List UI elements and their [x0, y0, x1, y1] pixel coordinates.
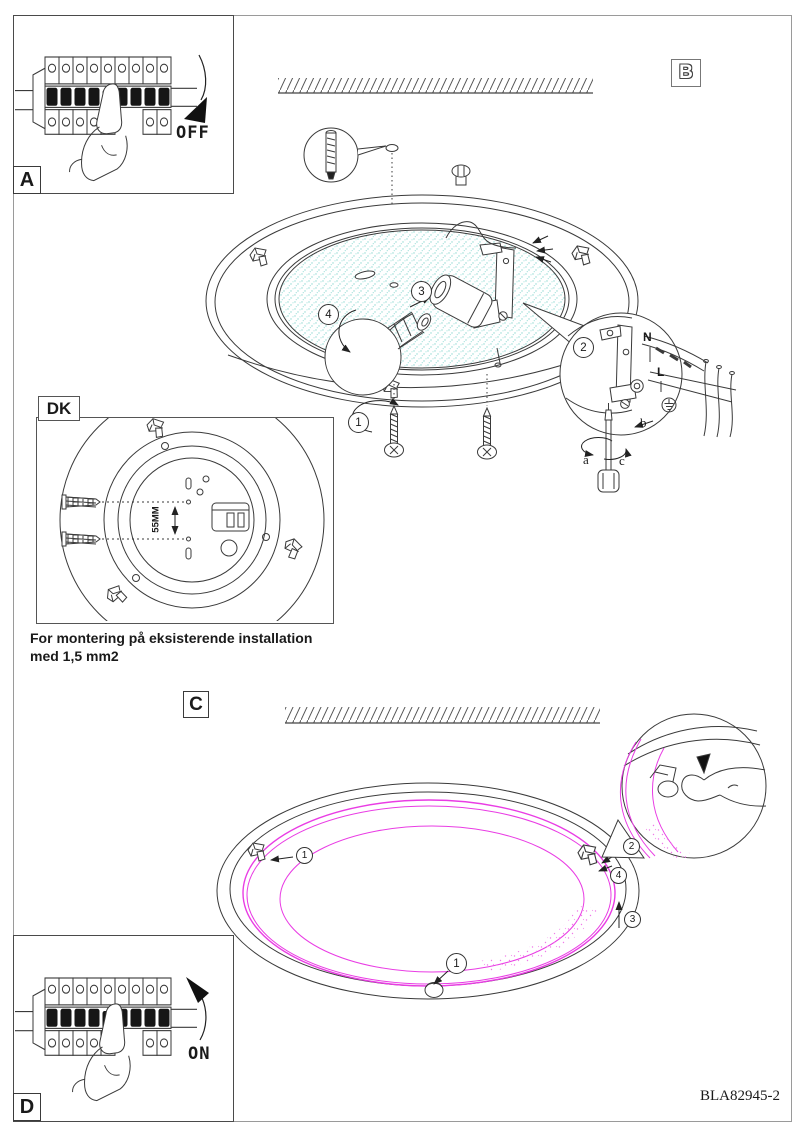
panel-b-letter: B: [679, 62, 693, 83]
step-2-badge: 2: [623, 838, 640, 855]
step-4-badge: 4: [610, 867, 627, 884]
step-1-badge: 1: [446, 953, 467, 974]
panel-a-letter: A: [19, 168, 35, 191]
dk-label: DK: [38, 396, 80, 421]
panel-c-label: C: [183, 691, 209, 718]
panel-d-letter: D: [19, 1095, 35, 1118]
step-1-badge: 1: [296, 847, 313, 864]
step-4-badge: 4: [318, 304, 339, 325]
dimension-55mm: 55MM: [150, 506, 162, 533]
page-border: [13, 15, 792, 1122]
step-3-badge: 3: [411, 281, 432, 302]
screwdriver-c-label: c: [619, 453, 625, 468]
step-3-badge: 3: [624, 911, 641, 928]
step-2-badge: 2: [573, 337, 594, 358]
terminal-n-label: N: [643, 330, 652, 344]
panel-d-label: D: [13, 1093, 41, 1121]
screwdriver-b-label: b: [640, 415, 647, 430]
step-1-badge: 1: [348, 412, 369, 433]
dk-caption-line2: med 1,5 mm2: [30, 648, 119, 664]
panel-b-label: B: [671, 59, 701, 87]
panel-a-box: [13, 15, 234, 194]
screwdriver-a-label: a: [583, 452, 589, 467]
on-text: ON: [188, 1044, 211, 1064]
document-code: BLA82945-2: [700, 1088, 780, 1104]
dk-diagram-box: [36, 417, 334, 624]
off-text: OFF: [176, 123, 210, 143]
panel-c-letter: C: [189, 693, 203, 715]
panel-a-label: A: [13, 166, 41, 194]
panel-d-box: [13, 935, 234, 1122]
dk-letters: DK: [46, 398, 72, 418]
terminal-l-label: L: [657, 365, 665, 379]
dk-caption-line1: For montering på eksisterende installati…: [30, 630, 313, 646]
